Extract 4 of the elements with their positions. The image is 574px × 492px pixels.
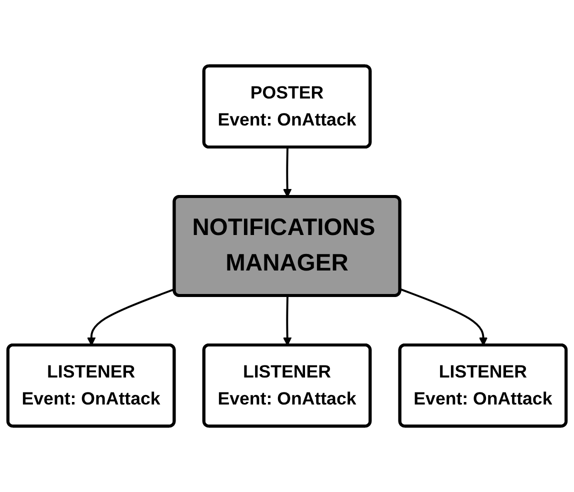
arrow <box>400 288 488 346</box>
arrow <box>282 296 292 346</box>
arrow <box>87 288 176 346</box>
arrow <box>282 148 292 198</box>
